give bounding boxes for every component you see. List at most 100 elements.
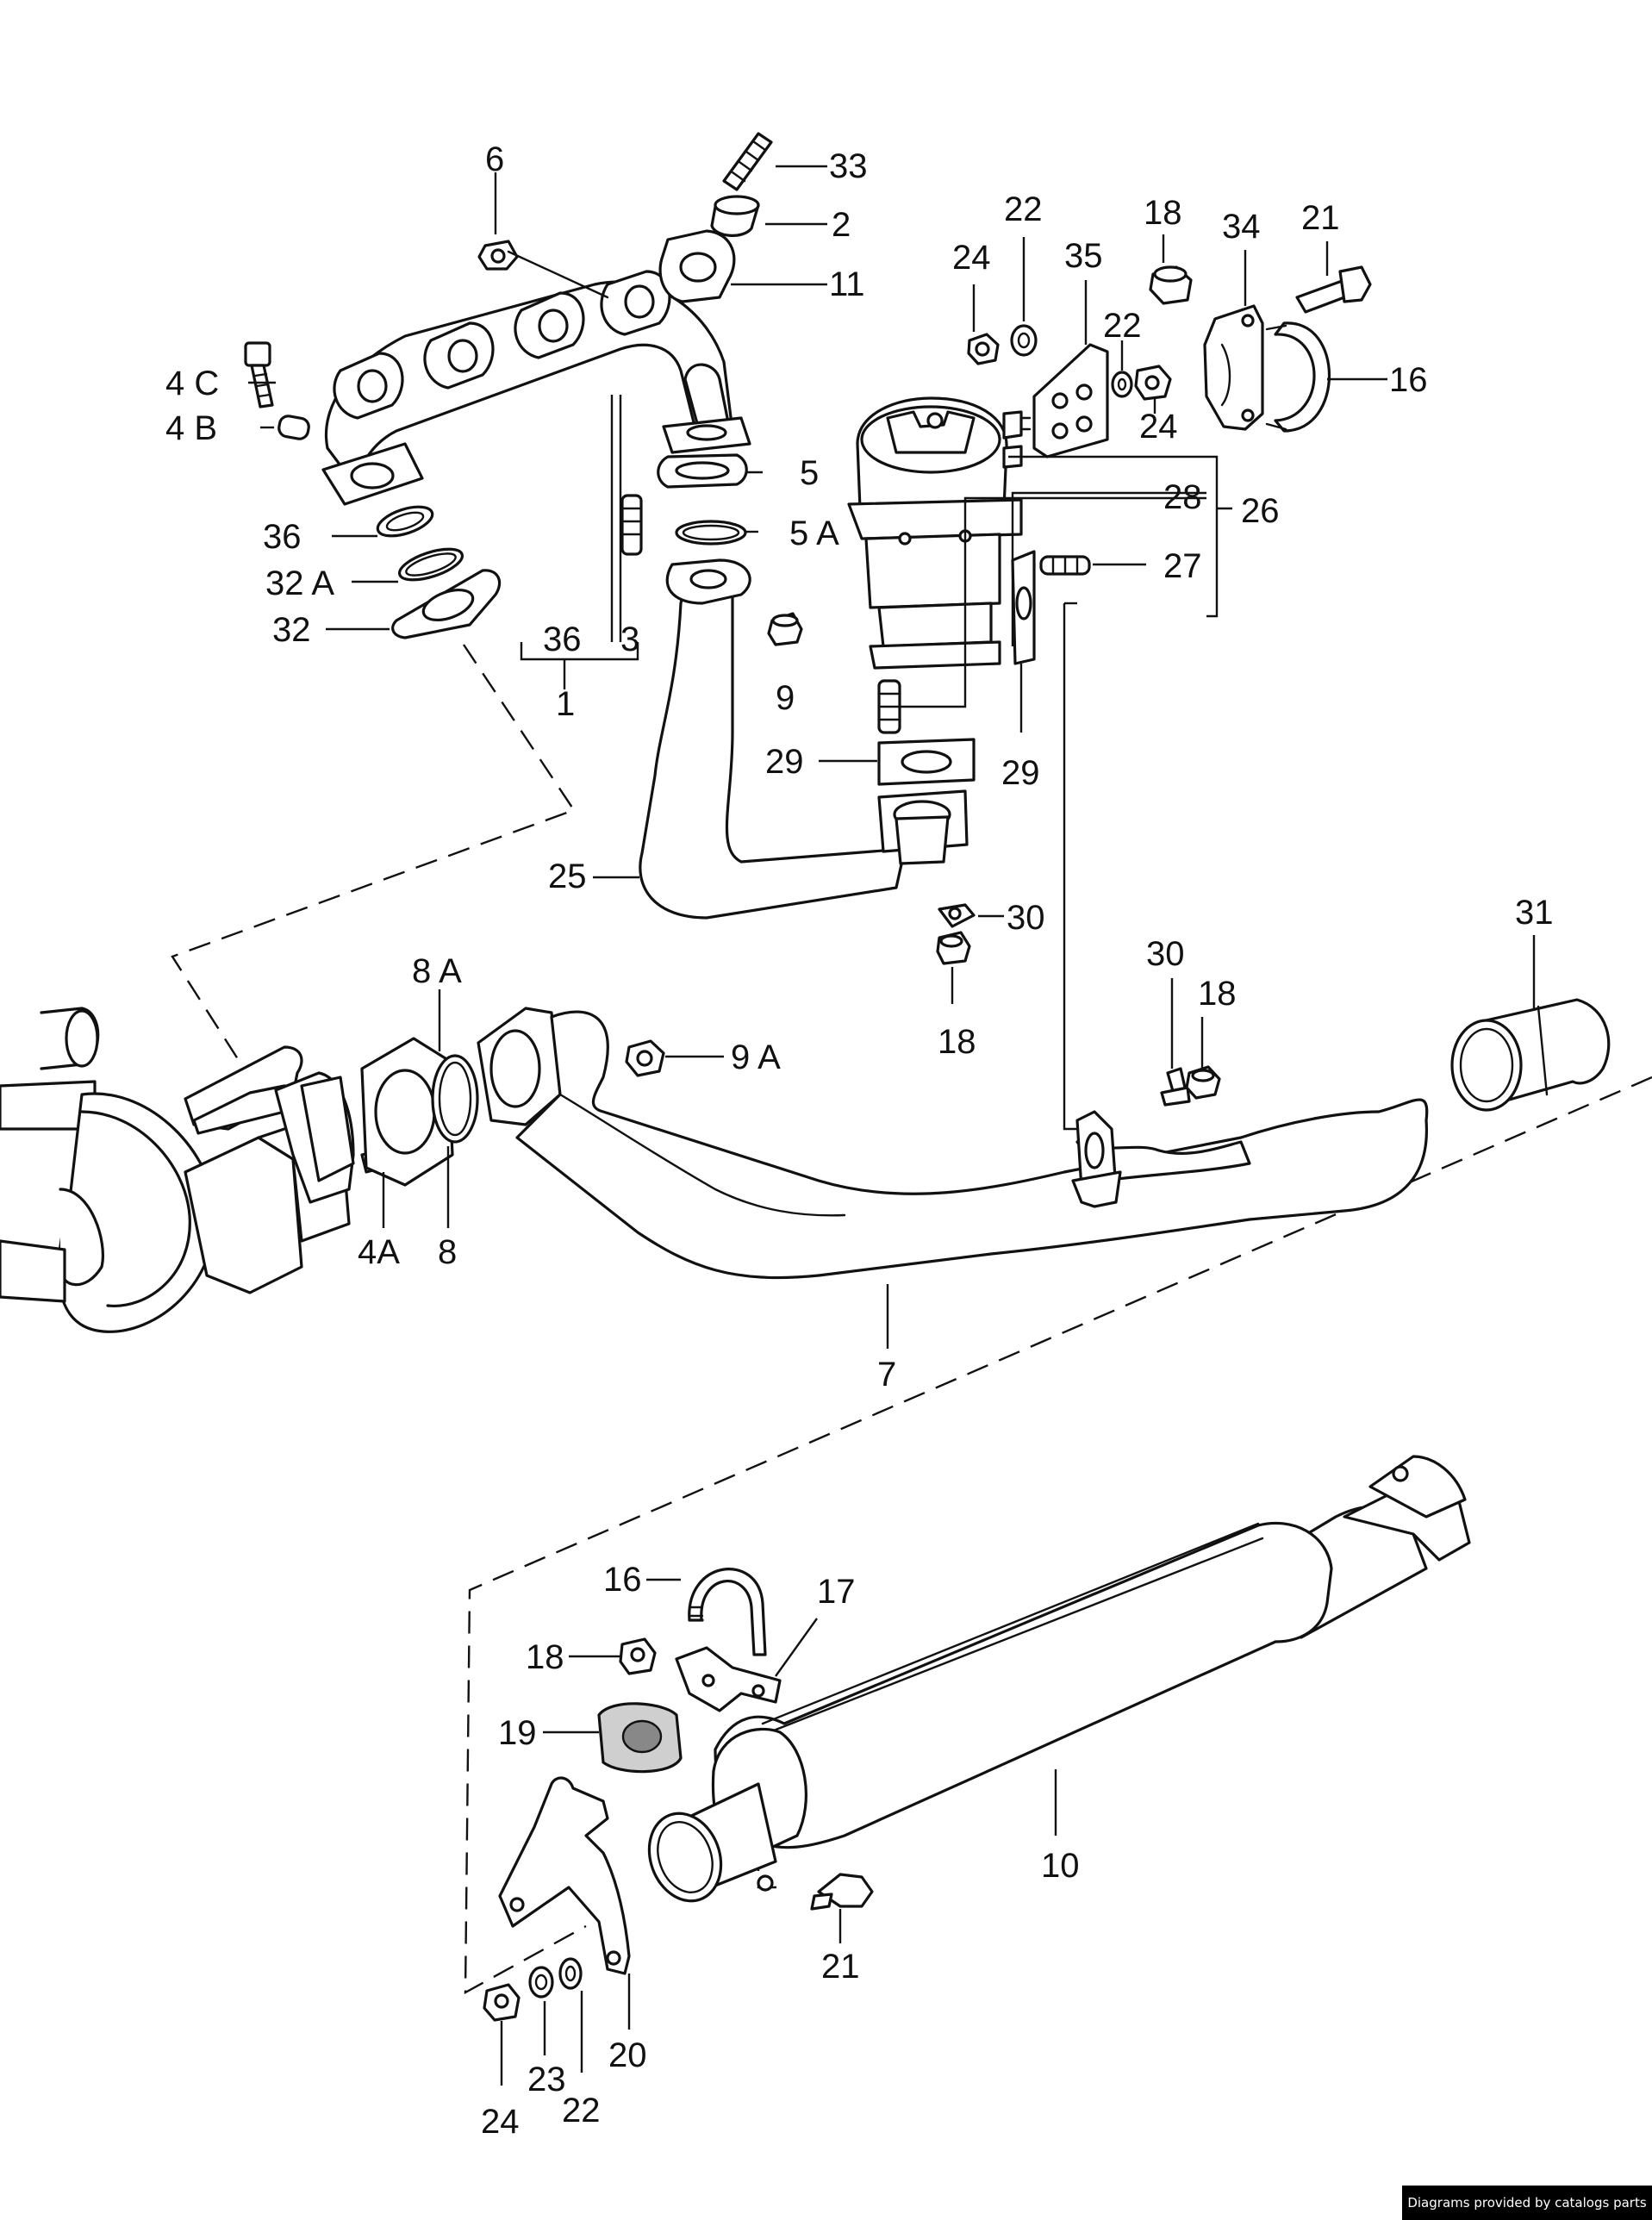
callout-36-bracket: 36 — [543, 620, 582, 658]
callout-1: 1 — [556, 685, 575, 723]
nut-4b — [277, 415, 310, 440]
lock-washer-23 — [528, 1966, 554, 1999]
nut-9 — [767, 612, 803, 646]
bolt-21-bottom — [810, 1873, 874, 1911]
nut-24-bottom — [483, 1983, 521, 2022]
callout-20: 20 — [608, 2036, 647, 2074]
callout-9: 9 — [776, 679, 795, 717]
callout-30-lower: 30 — [1146, 935, 1185, 973]
pipe-7-flange — [1071, 1110, 1122, 1208]
ring-36 — [376, 505, 434, 538]
callout-22-bottom: 22 — [562, 2092, 601, 2130]
credit-banner: Diagrams provided by catalogs parts — [1402, 2186, 1652, 2220]
callout-18-lower: 18 — [1198, 975, 1237, 1013]
nut-24-mid — [1134, 365, 1172, 401]
nut-18-bottom — [619, 1637, 657, 1675]
callout-5: 5 — [800, 454, 819, 492]
nut-18-egr — [936, 931, 971, 965]
callout-11: 11 — [829, 265, 865, 303]
callout-29-flat: 29 — [765, 743, 804, 781]
callout-35: 35 — [1064, 237, 1103, 275]
gasket-8 — [360, 1037, 454, 1187]
stud-33 — [722, 132, 773, 191]
rubber-mount-19 — [597, 1702, 683, 1774]
lead-line-6 — [507, 250, 609, 299]
bracket-1 — [520, 642, 639, 661]
dashed-guide-manifold — [171, 644, 576, 1063]
dashed-guide-muffler — [464, 1076, 1652, 1995]
nut-6 — [477, 240, 519, 271]
callout-24-mid: 24 — [1139, 408, 1178, 446]
nut-24-top — [967, 333, 1000, 365]
gasket-29-side — [1011, 550, 1036, 665]
egr-valve-26 — [847, 396, 1032, 670]
nut-18-top — [1149, 265, 1193, 305]
connector-pipe-25 — [639, 558, 907, 920]
callout-28: 28 — [1163, 478, 1202, 516]
sleeve-2 — [710, 195, 760, 237]
lead-line-28b — [901, 496, 1206, 708]
bracket-20 — [498, 1776, 631, 1975]
callout-34: 34 — [1222, 208, 1261, 246]
muffler-10 — [647, 1455, 1471, 1903]
callout-25: 25 — [548, 857, 587, 895]
stud-28 — [877, 679, 901, 734]
callout-22-mid: 22 — [1103, 307, 1142, 345]
callout-10: 10 — [1041, 1847, 1080, 1885]
bolt-21-top — [1295, 265, 1372, 314]
gasket-29-flat — [877, 738, 976, 786]
callout-17: 17 — [817, 1573, 856, 1611]
o-ring-5a — [675, 520, 747, 546]
callout-3: 3 — [620, 620, 639, 658]
callout-4a: 4A — [358, 1233, 400, 1271]
callout-19: 19 — [498, 1714, 537, 1752]
callout-32: 32 — [272, 611, 311, 649]
gasket-11 — [658, 229, 736, 303]
callout-4b: 4 B — [165, 409, 217, 447]
nut-9a — [625, 1039, 665, 1077]
callout-5a: 5 A — [789, 514, 839, 552]
nut-18-lower — [1185, 1065, 1221, 1100]
callout-6: 6 — [485, 140, 504, 178]
stud-3 — [620, 494, 643, 556]
turbo-housing — [0, 1007, 351, 1333]
u-bolt-16-bottom — [688, 1568, 767, 1656]
callout-23: 23 — [527, 2061, 566, 2098]
stud-27 — [1039, 555, 1091, 576]
washer-22-mid — [1111, 371, 1133, 398]
washer-22-top — [1010, 324, 1038, 357]
callout-32a: 32 A — [265, 564, 334, 602]
callout-27: 27 — [1163, 547, 1202, 585]
clamp-17 — [675, 1646, 782, 1712]
callout-30-egr: 30 — [1007, 899, 1045, 937]
leader-lines — [248, 165, 1536, 2086]
front-pipe-7 — [477, 1007, 1429, 1280]
callout-33: 33 — [829, 147, 868, 185]
u-bolt-16-top — [1265, 321, 1331, 433]
callout-2: 2 — [832, 206, 851, 244]
callout-16-top: 16 — [1389, 361, 1428, 399]
callout-labels: 6 33 2 11 22 18 34 21 24 35 22 16 24 4 C… — [165, 140, 1554, 2141]
callout-16-bottom: 16 — [603, 1561, 642, 1599]
ring-8a — [431, 1054, 479, 1144]
clip-30 — [938, 903, 976, 928]
callout-31: 31 — [1515, 894, 1554, 932]
callout-24-bottom: 24 — [481, 2103, 520, 2141]
gasket-32 — [391, 569, 502, 639]
bracket-26 — [1206, 455, 1219, 618]
callout-26: 26 — [1241, 492, 1280, 530]
callout-18-egr: 18 — [938, 1023, 976, 1061]
clamp-34 — [1203, 304, 1264, 431]
lead-line-28 — [1011, 491, 1206, 646]
exhaust-manifold — [321, 270, 751, 506]
bolt-4c — [244, 341, 274, 408]
sleeve-31 — [1450, 998, 1611, 1112]
washer-22-bottom — [558, 1957, 583, 1990]
pipe-25-flange — [877, 789, 969, 865]
gasket-5 — [657, 453, 748, 489]
callout-24-top: 24 — [952, 239, 991, 277]
callout-8: 8 — [438, 1233, 457, 1271]
clip-30-lower — [1160, 1067, 1191, 1107]
